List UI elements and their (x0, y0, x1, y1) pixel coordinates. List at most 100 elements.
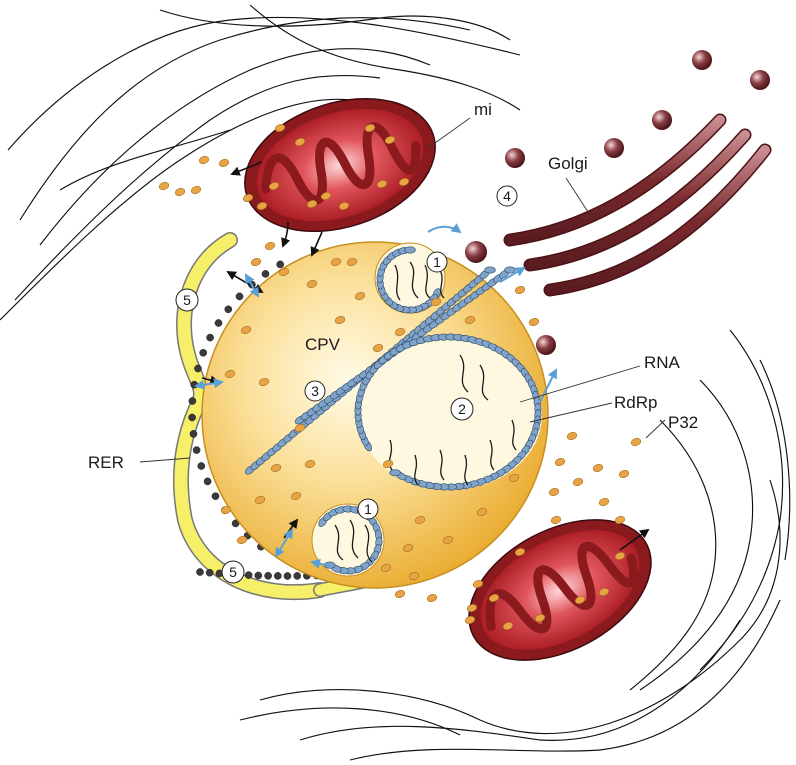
ribosome (197, 462, 206, 470)
p32-granule (268, 182, 280, 190)
p32-granule (198, 156, 210, 164)
p32-granule (566, 432, 578, 440)
svg-text:1: 1 (364, 501, 372, 517)
p32-granule (264, 242, 276, 250)
label-p32: P32 (668, 413, 698, 432)
p32-granule (250, 258, 262, 266)
step-marker-2: 2 (450, 397, 474, 421)
ribosome (224, 305, 233, 314)
ribosome (283, 572, 292, 580)
p32-granule (464, 616, 476, 624)
p32-granule (218, 159, 230, 167)
ribosome (205, 568, 214, 577)
p32-granule (274, 124, 286, 132)
p32-granule (290, 492, 302, 500)
step-marker-1-bottom: 1 (357, 498, 379, 520)
cytoskeleton-fibers-top (0, 4, 521, 321)
svg-text:5: 5 (183, 292, 191, 308)
p32-granule (220, 506, 232, 514)
p32-granule (476, 508, 488, 516)
step-marker-5-bottom: 5 (221, 560, 245, 584)
p32-granule (242, 194, 254, 202)
svg-text:4: 4 (503, 188, 511, 204)
p32-granule (528, 318, 540, 326)
ribosome (188, 397, 197, 405)
p32-granule (394, 590, 406, 598)
svg-text:5: 5 (229, 564, 237, 580)
p32-granule (592, 464, 604, 472)
step-marker-3: 3 (304, 380, 326, 402)
p32-granule (472, 580, 484, 588)
p32-granule (338, 202, 350, 210)
rnp-bead (484, 266, 496, 274)
p32-granule (384, 136, 396, 144)
p32-granule (502, 622, 514, 630)
p32-granule (598, 588, 610, 596)
p32-granule (278, 268, 290, 276)
p32-granule (382, 460, 394, 468)
p32-granule (256, 202, 268, 210)
rna-squiggles (334, 261, 517, 563)
label-rdrp: RdRp (614, 393, 657, 412)
p32-granule (618, 470, 630, 478)
ribosome (190, 380, 199, 389)
p32-granule (190, 186, 202, 194)
p32-granule (372, 344, 384, 352)
p32-granule (398, 178, 410, 186)
p32-granule (330, 258, 342, 266)
label-leader-lines (139, 117, 666, 463)
p32-granule (380, 564, 392, 572)
ribosome (244, 571, 253, 579)
p32-granule (442, 536, 454, 544)
step-marker-1-top: 1 (426, 251, 448, 273)
p32-granules (158, 124, 642, 630)
ribosome (192, 446, 201, 454)
p32-granule (430, 298, 442, 306)
ribosome (276, 260, 285, 269)
p32-granule (630, 438, 642, 446)
p32-granule (364, 124, 376, 132)
rnp-bead (504, 266, 516, 274)
p32-granule (294, 138, 306, 146)
p32-granule (306, 200, 318, 208)
label-rer: RER (88, 453, 124, 472)
p32-granule (426, 594, 438, 602)
p32-granule (394, 328, 406, 336)
ribosome (261, 270, 270, 278)
label-cpv: CPV (305, 335, 341, 354)
p32-granule (334, 316, 346, 324)
ribosome (206, 333, 214, 342)
p32-granule (236, 536, 248, 544)
ribosome (199, 348, 207, 357)
rnp-bead (389, 469, 401, 477)
ribosome (211, 492, 220, 501)
p32-granule (254, 496, 266, 504)
p32-granule (488, 594, 500, 602)
p32-granule (224, 370, 236, 378)
ribosome (254, 571, 263, 580)
p32-granule (306, 280, 318, 288)
svg-text:1: 1 (433, 254, 441, 270)
ribosome (188, 413, 196, 422)
golgi-apparatus (465, 50, 772, 355)
p32-granule (574, 596, 586, 604)
p32-granule (294, 424, 306, 432)
p32-granule (408, 572, 420, 580)
p32-granule (258, 378, 270, 386)
p32-granule (614, 552, 626, 560)
p32-granule (346, 258, 358, 266)
p32-granule (514, 286, 526, 294)
ribosome (264, 572, 272, 580)
p32-granule (572, 478, 584, 486)
p32-granule (402, 544, 414, 552)
label-mi: mi (474, 100, 492, 119)
ribosome (273, 572, 282, 580)
ribosome (189, 430, 198, 438)
p32-granule (414, 516, 426, 524)
p32-granule (464, 316, 476, 324)
p32-granule (548, 488, 560, 496)
p32-granule (174, 188, 186, 196)
p32-granule (270, 464, 282, 472)
label-rna: RNA (644, 353, 681, 372)
